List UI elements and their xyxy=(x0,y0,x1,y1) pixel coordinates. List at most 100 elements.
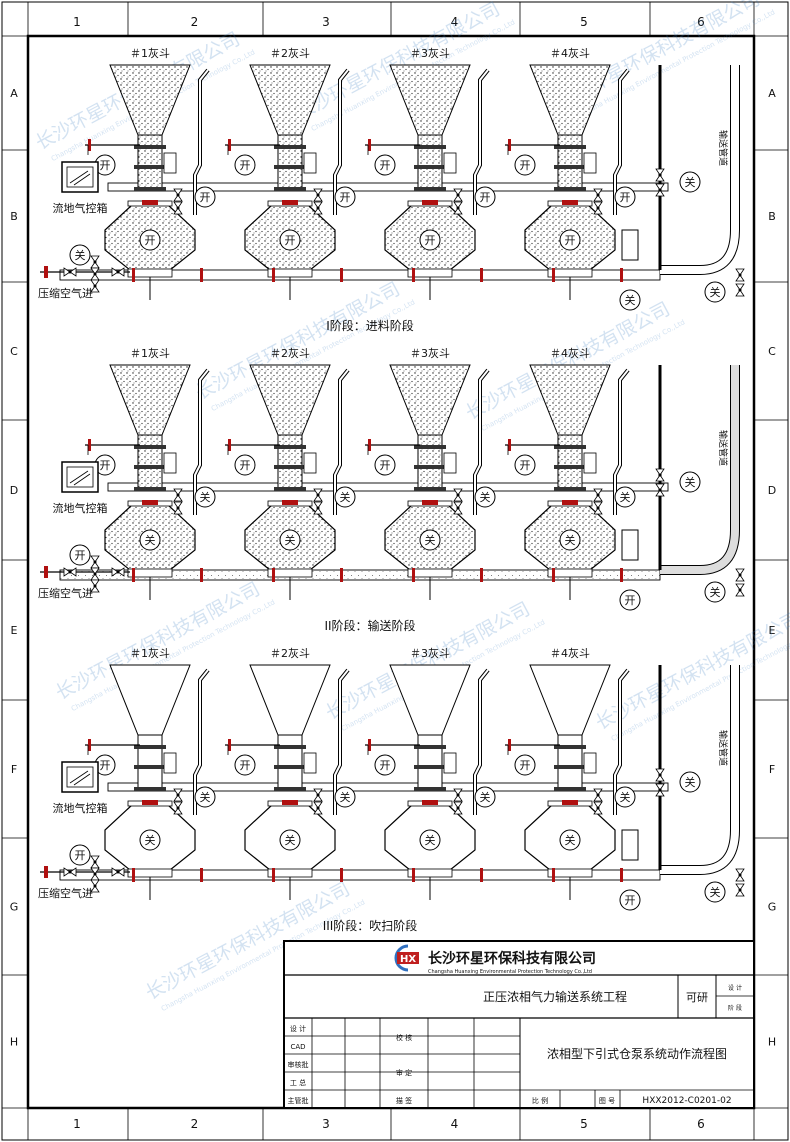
flange xyxy=(414,445,446,449)
actuator xyxy=(303,152,317,174)
svg-text:开: 开 xyxy=(625,894,636,907)
flange xyxy=(134,145,166,149)
svg-text:开: 开 xyxy=(380,459,391,472)
hopper-label: ＃3灰斗 xyxy=(410,46,450,60)
svg-text:开: 开 xyxy=(425,234,436,247)
side-valve-state: 开 xyxy=(474,186,496,208)
vessel-valve-state: 关 xyxy=(419,529,441,551)
end-valve-state: 关 xyxy=(704,881,726,903)
svg-text:关: 关 xyxy=(685,175,696,189)
feed-neck xyxy=(557,434,583,491)
svg-text:开: 开 xyxy=(240,759,251,772)
pipe-valve-symbol xyxy=(593,201,603,215)
pipe-valve-symbol xyxy=(593,488,603,502)
svg-text:开: 开 xyxy=(380,159,391,172)
pipe-valve-symbol xyxy=(63,267,77,277)
svg-text:开: 开 xyxy=(100,159,111,172)
pipe-valve-symbol xyxy=(90,579,100,593)
hopper-cone xyxy=(389,364,471,436)
signature-label: CAD xyxy=(290,1043,305,1051)
top-valve-state: 开 xyxy=(514,154,536,176)
review-label: 描 签 xyxy=(396,1096,412,1105)
drawing-number: HXX2012-C0201-02 xyxy=(642,1096,731,1106)
top-valve-state: 开 xyxy=(514,454,536,476)
svg-text:关: 关 xyxy=(620,790,631,804)
feed-neck xyxy=(277,434,303,491)
top-valve-state: 开 xyxy=(374,154,396,176)
svg-text:开: 开 xyxy=(75,549,86,562)
control-box-label: 流地气控箱 xyxy=(53,501,108,515)
scale-label: 比 例 xyxy=(532,1096,548,1105)
actuator xyxy=(583,152,597,174)
pipe-valve-symbol xyxy=(453,201,463,215)
svg-text:开: 开 xyxy=(145,234,156,247)
svg-text:开: 开 xyxy=(520,759,531,772)
pump-unit-2: 开关关 xyxy=(225,364,356,600)
top-valve-state: 开 xyxy=(514,754,536,776)
svg-text:开: 开 xyxy=(75,849,86,862)
top-valve-state: 开 xyxy=(374,754,396,776)
svg-text:关: 关 xyxy=(285,533,296,547)
pipe-valve-symbol xyxy=(173,788,183,802)
hopper-label: ＃2灰斗 xyxy=(270,646,310,660)
frame-col-5-bottom: 5 xyxy=(580,1117,588,1131)
hopper-cone xyxy=(249,664,331,736)
hopper-label: ＃1灰斗 xyxy=(130,46,170,60)
frame-col-5-top: 5 xyxy=(580,15,588,29)
end-valve-state: 关 xyxy=(704,581,726,603)
svg-text:开: 开 xyxy=(340,191,351,204)
frame-row-E-right: E xyxy=(769,624,776,637)
svg-text:关: 关 xyxy=(340,790,351,804)
pump-unit-4: 开开开 xyxy=(505,64,636,300)
pipe-valve-symbol xyxy=(63,567,77,577)
pipe-valve-symbol xyxy=(655,468,665,482)
svg-text:关: 关 xyxy=(565,533,576,547)
vessel-valve-state: 关 xyxy=(139,829,161,851)
side-valve-state: 关 xyxy=(194,486,216,508)
control-box xyxy=(61,761,99,793)
pipe-valve-symbol xyxy=(90,255,100,269)
signature-label: 主管批 xyxy=(288,1096,309,1105)
signature-label: 工 总 xyxy=(290,1078,306,1087)
pump-unit-1: 开关关 xyxy=(85,364,216,600)
svg-text:关: 关 xyxy=(425,833,436,847)
pipe-valve-symbol xyxy=(90,555,100,569)
svg-text:关: 关 xyxy=(565,833,576,847)
frame-row-E-left: E xyxy=(11,624,18,637)
stage-cell-top: 设 计 xyxy=(728,984,742,992)
review-label: 审 定 xyxy=(396,1068,412,1077)
frame-col-6-top: 6 xyxy=(697,15,705,29)
pipe-valve-symbol xyxy=(655,783,665,797)
hopper-cone xyxy=(389,64,471,136)
title-block: HX 长沙环星环保科技有限公司 Changsha Huanxing Enviro… xyxy=(283,940,755,1109)
drawing-title: 浓相型下引式仓泵系统动作流程图 xyxy=(547,1046,727,1061)
side-valve-state: 关 xyxy=(614,486,636,508)
pipe-valve-symbol xyxy=(593,188,603,202)
flange xyxy=(414,745,446,749)
end-valve-state: 关 xyxy=(704,281,726,303)
pipe-valve-symbol xyxy=(453,488,463,502)
main-inlet-valve-state: 开 xyxy=(69,544,91,566)
svg-text:关: 关 xyxy=(710,885,721,899)
company-name-en: Changsha Huanxing Environmental Protecti… xyxy=(428,969,592,975)
pipe-valve-symbol xyxy=(173,501,183,515)
stage-caption: II阶段：输送阶段 xyxy=(324,618,415,633)
pipe-valve-symbol xyxy=(313,501,323,515)
discharge-valve-state: 关 xyxy=(619,289,641,311)
hopper-label: ＃1灰斗 xyxy=(130,646,170,660)
hopper-label: ＃4灰斗 xyxy=(550,46,590,60)
company-logo: HX xyxy=(394,944,419,972)
flange xyxy=(554,165,586,169)
drawing-no-label: 图 号 xyxy=(599,1097,615,1105)
flange xyxy=(274,187,306,191)
svg-text:关: 关 xyxy=(75,248,86,262)
control-box xyxy=(61,161,99,193)
frame-col-1-bottom: 1 xyxy=(73,1117,81,1131)
svg-text:关: 关 xyxy=(200,790,211,804)
pump-unit-3: 开关关 xyxy=(365,664,496,900)
frame-row-H-left: H xyxy=(10,1036,18,1049)
frame-row-D-left: D xyxy=(10,484,18,497)
control-box xyxy=(61,461,99,493)
logo-text: HX xyxy=(400,954,416,965)
frame-row-A-left: A xyxy=(10,87,18,100)
